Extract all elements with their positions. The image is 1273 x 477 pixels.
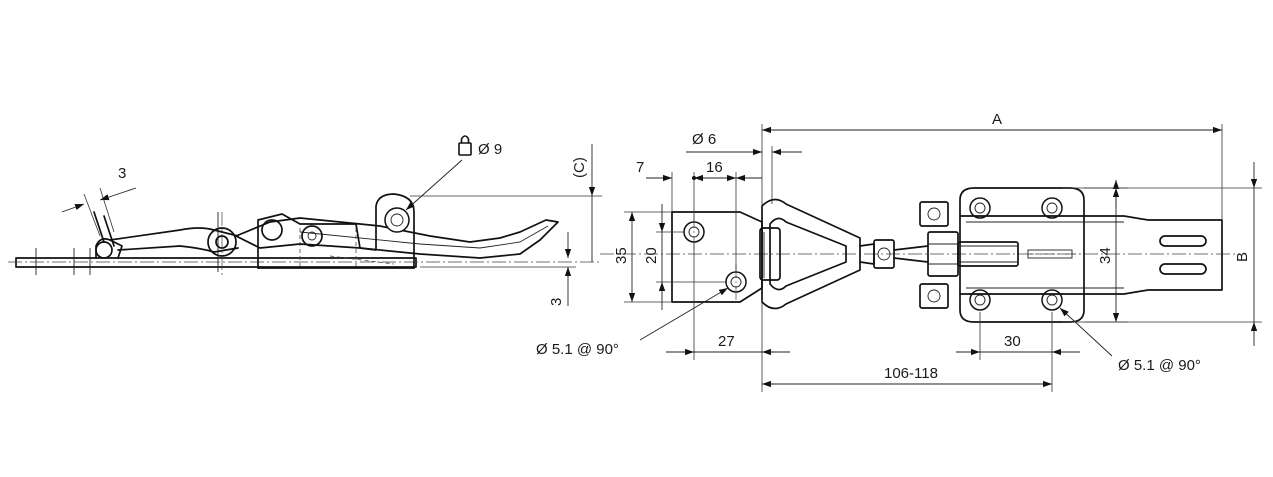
dim-hole-right-label: Ø 5.1 @ 90° xyxy=(1118,357,1201,374)
side-draw-link xyxy=(109,227,239,241)
hook-loop xyxy=(761,198,861,310)
dim-20-label: 20 xyxy=(643,247,660,264)
padlock-icon xyxy=(458,135,472,156)
dim-106-118-label: 106-118 xyxy=(884,365,938,382)
base-plate xyxy=(959,187,1085,323)
dim-B-label: B xyxy=(1234,252,1251,262)
pivot-bracket-bottom xyxy=(919,283,949,309)
lever-handle xyxy=(959,215,1223,295)
pivot-bracket-top xyxy=(919,201,949,227)
dim-A-label: A xyxy=(992,111,1002,128)
top-dimensions: A Ø 6 7 16 35 20 Ø 5.1 @ 90° xyxy=(536,111,1262,392)
dim-16-label: 16 xyxy=(706,159,723,176)
dim-35-label: 35 xyxy=(613,247,630,264)
dim-27-label: 27 xyxy=(718,333,735,350)
top-view xyxy=(600,187,1240,323)
dim-lock-hole-label: Ø 9 xyxy=(478,141,502,158)
dim-3-height-label: 3 xyxy=(548,298,565,306)
dim-6-label: Ø 6 xyxy=(692,131,716,148)
dim-30-label: 30 xyxy=(1004,333,1021,350)
side-view xyxy=(8,193,600,276)
dim-34-label: 34 xyxy=(1097,247,1114,264)
side-dimensions: 3 Ø 9 (C) 3 xyxy=(61,135,602,306)
dim-3-angle-label: 3 xyxy=(118,165,126,182)
side-base-plate xyxy=(15,257,417,268)
dim-7-label: 7 xyxy=(636,159,644,176)
dim-C-label: (C) xyxy=(571,157,588,178)
dim-hole-left-label: Ø 5.1 @ 90° xyxy=(536,341,619,358)
